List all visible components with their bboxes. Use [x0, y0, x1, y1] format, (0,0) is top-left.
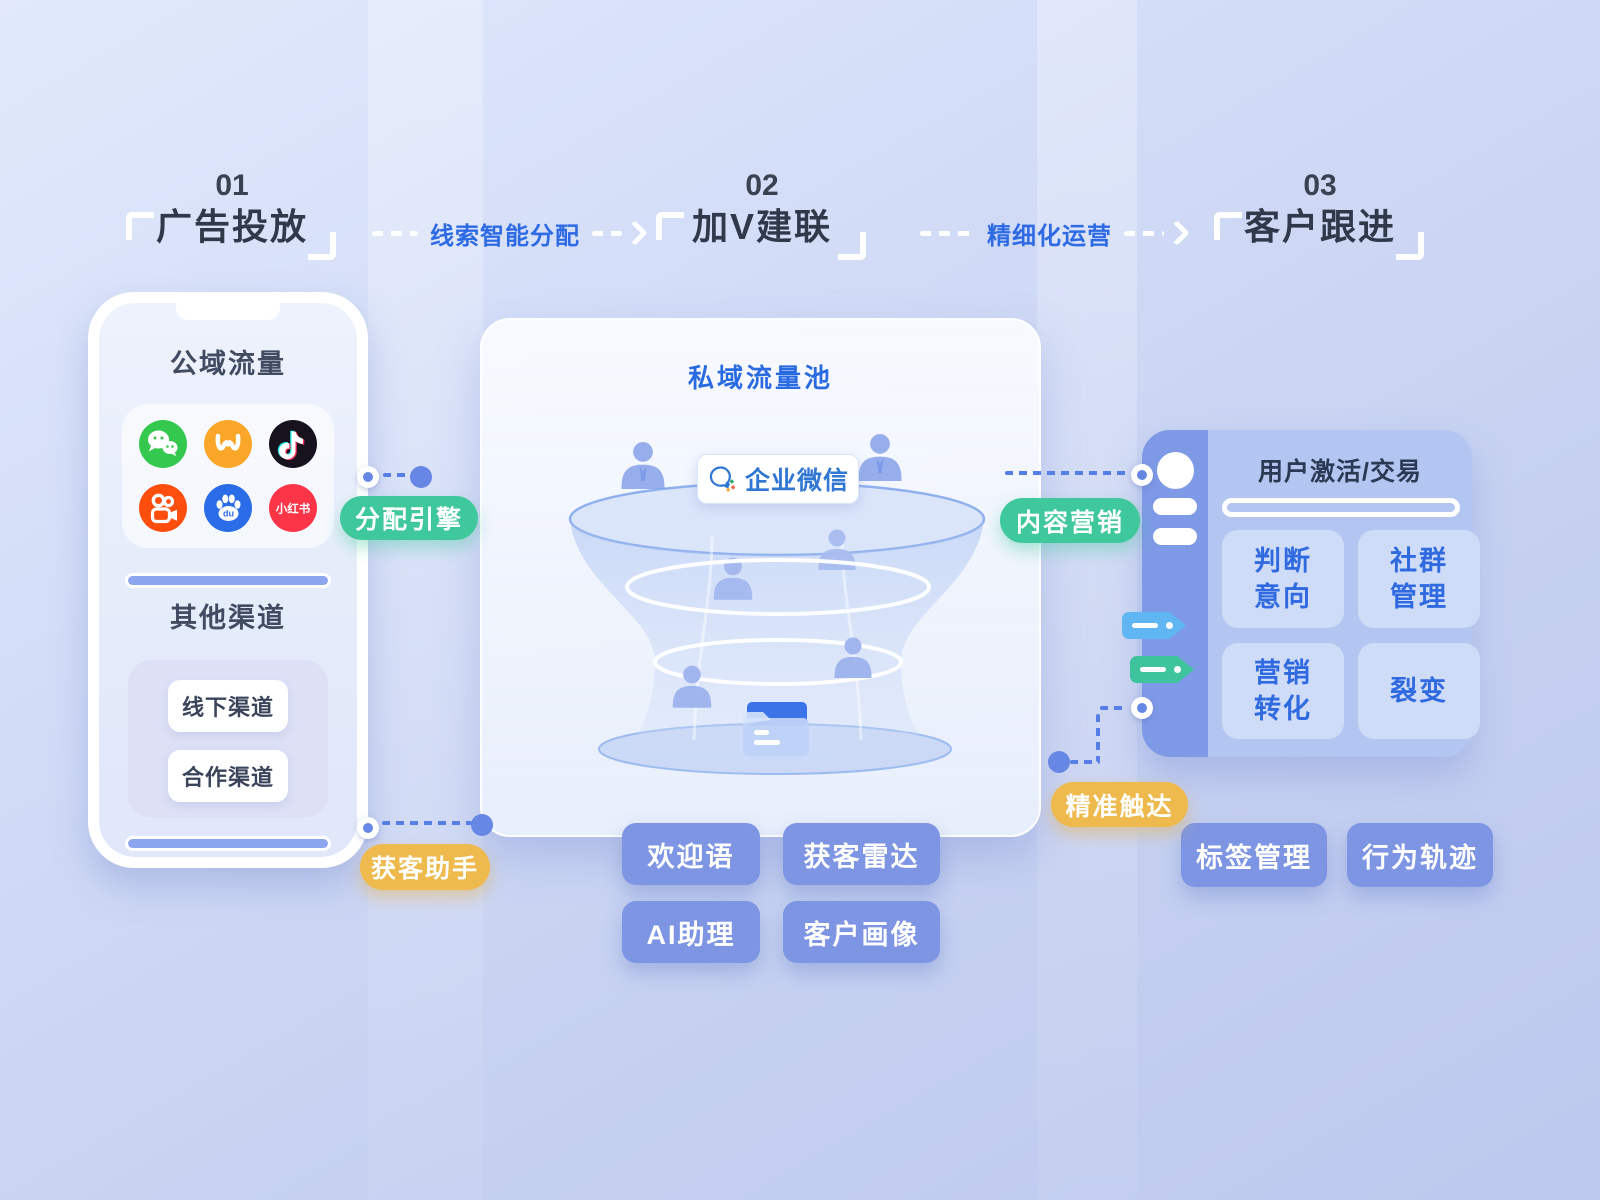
- step-2-title: 加V建联: [691, 206, 832, 247]
- partner-channel-button[interactable]: 合作渠道: [168, 750, 288, 802]
- kuaishou-icon[interactable]: [139, 484, 187, 532]
- dashed-connector: [1070, 760, 1100, 764]
- divider: [1222, 498, 1460, 517]
- dashed-line: [920, 230, 975, 236]
- offline-channel-button[interactable]: 线下渠道: [168, 680, 288, 732]
- connector-dot: [410, 466, 432, 488]
- flow-connector-1: 线索智能分配: [372, 216, 648, 250]
- user-activation-card: 用户激活/交易 判断 意向 社群 管理 营销 转化 裂变: [1122, 430, 1480, 757]
- connector-ring-dot: [1131, 697, 1153, 719]
- corner-bracket-icon: [656, 212, 684, 240]
- precise-reach-badge: 精准触达: [1051, 782, 1188, 827]
- douyin-icon[interactable]: [269, 420, 317, 468]
- svg-text:小红书: 小红书: [275, 502, 311, 516]
- corner-bracket-icon: [1214, 212, 1242, 240]
- sidebar-line: [1153, 528, 1197, 545]
- corner-bracket-icon: [1396, 232, 1424, 260]
- step-1: 01 广告投放: [122, 168, 342, 260]
- wechat-icon[interactable]: [139, 420, 187, 468]
- baidu-icon[interactable]: du: [204, 484, 252, 532]
- step-3-number: 03: [1303, 169, 1337, 202]
- divider: [125, 836, 331, 851]
- app-icons-panel: du 小红书: [122, 404, 334, 548]
- background-streak: [1037, 0, 1137, 1200]
- customer-profile-button[interactable]: 客户画像: [783, 901, 940, 963]
- wecom-label-pill: 企业微信: [697, 454, 859, 504]
- card-sidebar: [1142, 430, 1208, 757]
- tag-management-button[interactable]: 标签管理: [1181, 823, 1327, 887]
- dashed-connector: [1005, 471, 1131, 475]
- corner-bracket-icon: [308, 232, 336, 260]
- corner-bracket-icon: [126, 212, 154, 240]
- flow-label-1: 线索智能分配: [430, 222, 580, 250]
- step-2-number: 02: [745, 169, 779, 202]
- other-channels-panel: 线下渠道 合作渠道: [128, 660, 328, 818]
- cell-judge-intent[interactable]: 判断 意向: [1222, 530, 1344, 628]
- step-3: 03 客户跟进: [1210, 168, 1430, 260]
- step-1-title: 广告投放: [155, 206, 308, 247]
- corner-bracket-icon: [838, 232, 866, 260]
- dashed-connector: [1100, 706, 1128, 710]
- connector-ring-dot: [357, 817, 379, 839]
- phone-notch: [176, 303, 280, 320]
- connector-dot: [471, 814, 493, 836]
- divider: [125, 573, 331, 588]
- arrow-right-icon: [622, 220, 648, 246]
- connector-dot: [1048, 751, 1070, 773]
- ai-assistant-button[interactable]: AI助理: [622, 901, 760, 963]
- arrow-right-icon: [1164, 220, 1190, 246]
- wechat-channels-icon[interactable]: [204, 420, 252, 468]
- phone-mockup: 公域流量: [88, 292, 368, 868]
- cell-fission[interactable]: 裂变: [1358, 643, 1480, 739]
- cell-marketing-conversion[interactable]: 营销 转化: [1222, 643, 1344, 739]
- sidebar-line: [1153, 498, 1197, 515]
- xiaohongshu-icon[interactable]: 小红书: [269, 484, 317, 532]
- assign-engine-badge: 分配引擎: [340, 496, 478, 540]
- other-channels-title: 其他渠道: [170, 603, 286, 633]
- public-traffic-title: 公域流量: [170, 349, 286, 379]
- acquisition-radar-button[interactable]: 获客雷达: [783, 823, 940, 885]
- background-streak: [368, 0, 483, 1200]
- private-traffic-card: 私域流量池: [480, 318, 1041, 837]
- dashed-connector: [383, 473, 413, 477]
- wecom-label: 企业微信: [744, 467, 849, 495]
- flow-connector-2: 精细化运营: [920, 216, 1190, 250]
- connector-ring-dot: [357, 466, 379, 488]
- acquisition-assistant-badge: 获客助手: [360, 844, 490, 890]
- cell-community-management[interactable]: 社群 管理: [1358, 530, 1480, 628]
- private-traffic-title: 私域流量池: [687, 363, 833, 393]
- dashed-line: [1124, 230, 1164, 236]
- welcome-message-button[interactable]: 欢迎语: [622, 823, 760, 885]
- behavior-track-button[interactable]: 行为轨迹: [1347, 823, 1493, 887]
- avatar: [1157, 452, 1194, 489]
- connector-ring-dot: [1131, 464, 1153, 486]
- flow-label-2: 精细化运营: [987, 222, 1112, 250]
- dashed-line: [372, 230, 418, 236]
- step-1-number: 01: [215, 169, 249, 202]
- content-marketing-badge: 内容营销: [1000, 498, 1140, 543]
- dashed-connector: [382, 821, 472, 825]
- user-activation-title: 用户激活/交易: [1258, 458, 1422, 486]
- svg-text:du: du: [223, 509, 234, 519]
- step-2: 02 加V建联: [652, 168, 872, 260]
- folder-icon: [743, 702, 809, 756]
- wecom-logo-icon: [709, 466, 736, 492]
- dashed-line: [592, 230, 622, 236]
- dashed-connector: [1096, 714, 1100, 762]
- funnel-illustration: [568, 434, 986, 775]
- step-3-title: 客户跟进: [1243, 206, 1396, 247]
